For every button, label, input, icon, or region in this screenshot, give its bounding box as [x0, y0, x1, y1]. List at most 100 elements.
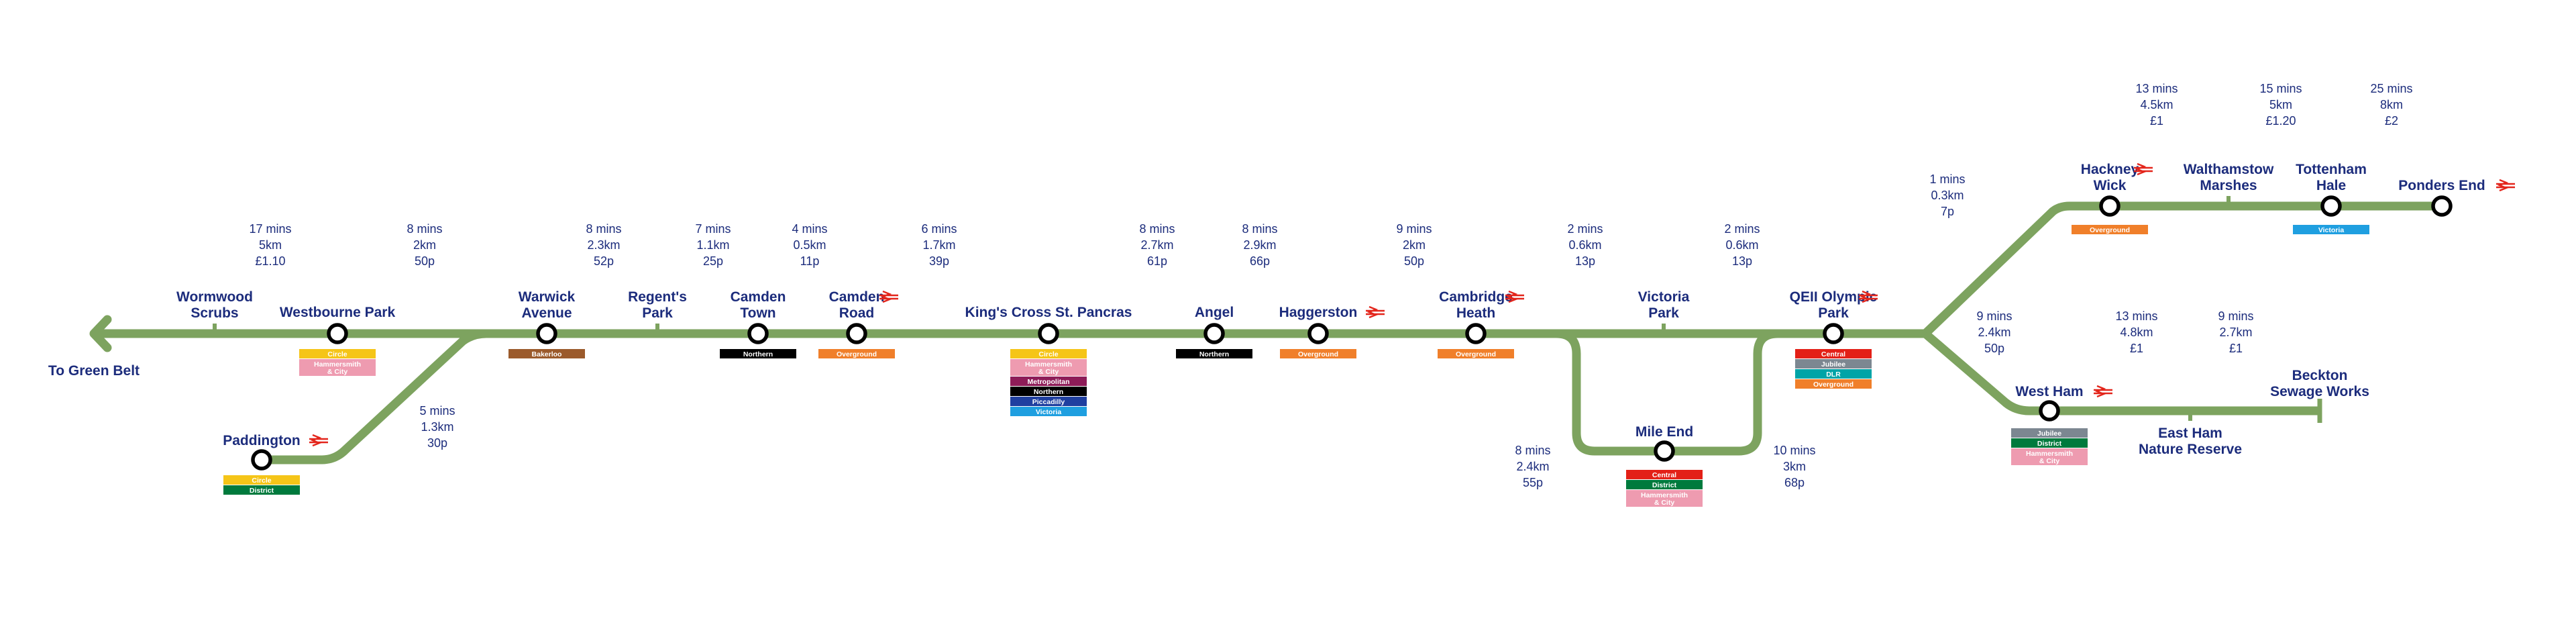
connection-label: Metropolitan [1028, 378, 1070, 386]
national-rail-icon [1366, 305, 1385, 319]
connection-label: Piccadilly [1032, 398, 1065, 406]
station-name-line: Marshes [2200, 178, 2257, 193]
station-marker[interactable] [846, 323, 867, 344]
segment-info-line: 13p [1575, 254, 1595, 268]
segment-info-line: 2 mins [1724, 222, 1760, 236]
connection-label: District [250, 487, 274, 495]
station-name-line: Haggerston [1279, 305, 1358, 320]
station-kings-cross[interactable]: King's Cross St. PancrasCircleHammersmit… [965, 305, 1132, 416]
station-marker[interactable] [1203, 323, 1225, 344]
connection-label: Victoria [2318, 226, 2344, 234]
connection-overground: Overground [818, 349, 895, 358]
station-ponders-end[interactable]: Ponders End [2398, 178, 2515, 217]
segment-info-line: 50p [1404, 254, 1424, 268]
station-marker[interactable] [2320, 195, 2342, 217]
connection-piccadilly: Piccadilly [1010, 397, 1087, 406]
station-name: Angel [1195, 305, 1234, 320]
station-name-line: Warwick [519, 289, 576, 305]
national-rail-icon [2094, 385, 2112, 398]
connection-label: Victoria [1036, 408, 1061, 416]
station-name: King's Cross St. Pancras [965, 305, 1132, 320]
segment-info-line: 8 mins [1515, 444, 1550, 457]
station-name-line: Nature Reserve [2139, 442, 2242, 457]
connection-label: Bakerloo [532, 350, 562, 358]
station-name-line: Hackney [2081, 162, 2139, 177]
connection-overground: Overground [2072, 225, 2148, 234]
station-name: Mile End [1635, 424, 1693, 440]
station-marker[interactable] [2431, 195, 2453, 217]
station-name-line: Regent's [628, 289, 687, 305]
connection-label: Overground [1298, 350, 1338, 358]
segment-info-line: 8 mins [586, 222, 621, 236]
station-marker[interactable] [2039, 400, 2060, 422]
station-marker[interactable] [1307, 323, 1329, 344]
connection-northern: Northern [1010, 387, 1087, 396]
station-marker[interactable] [1823, 323, 1844, 344]
station-name-line: Park [1818, 305, 1849, 321]
station-marker[interactable] [1465, 323, 1487, 344]
arrow-left-icon [89, 315, 112, 352]
segment-info-line: 9 mins [2218, 309, 2253, 323]
connection-label: Hammersmith& City [2026, 450, 2073, 465]
segment-info-line: 10 mins [1773, 444, 1815, 457]
station-marker[interactable] [536, 323, 557, 344]
station-marker[interactable] [1038, 323, 1059, 344]
station-marker[interactable] [747, 323, 769, 344]
station-marker[interactable] [2099, 195, 2121, 217]
segment-info-line: 1.7km [922, 238, 955, 252]
national-rail-icon [2496, 179, 2515, 192]
station-name-line: Wormwood [176, 289, 253, 305]
connection-label: District [2037, 440, 2062, 448]
station-marker[interactable] [251, 449, 272, 471]
station-marker[interactable] [1654, 440, 1675, 462]
segment-info-line: 13p [1732, 254, 1752, 268]
segment-info-line: 11p [800, 254, 820, 268]
station-name: Ponders End [2398, 178, 2485, 193]
station-name-line: Park [642, 305, 673, 321]
connection-label: Circle [1038, 350, 1058, 358]
connection-label: Hammersmith& City [1025, 360, 1072, 376]
segment-info-line: 2 mins [1567, 222, 1603, 236]
station-name-line: Scrubs [191, 305, 238, 321]
station-name-line: Victoria [1638, 289, 1690, 305]
segment-info-line: 4.8km [2120, 326, 2153, 339]
national-rail-icon [879, 290, 898, 303]
connection-circle: Circle [223, 475, 300, 485]
connection-dlr: DLR [1795, 369, 1872, 379]
segment-info-line: 8km [2380, 98, 2403, 111]
station-name-line: Wick [2094, 178, 2127, 193]
station-marker[interactable] [327, 323, 348, 344]
national-rail-icon [309, 434, 328, 447]
segment-info-line: £1.20 [2265, 114, 2296, 128]
